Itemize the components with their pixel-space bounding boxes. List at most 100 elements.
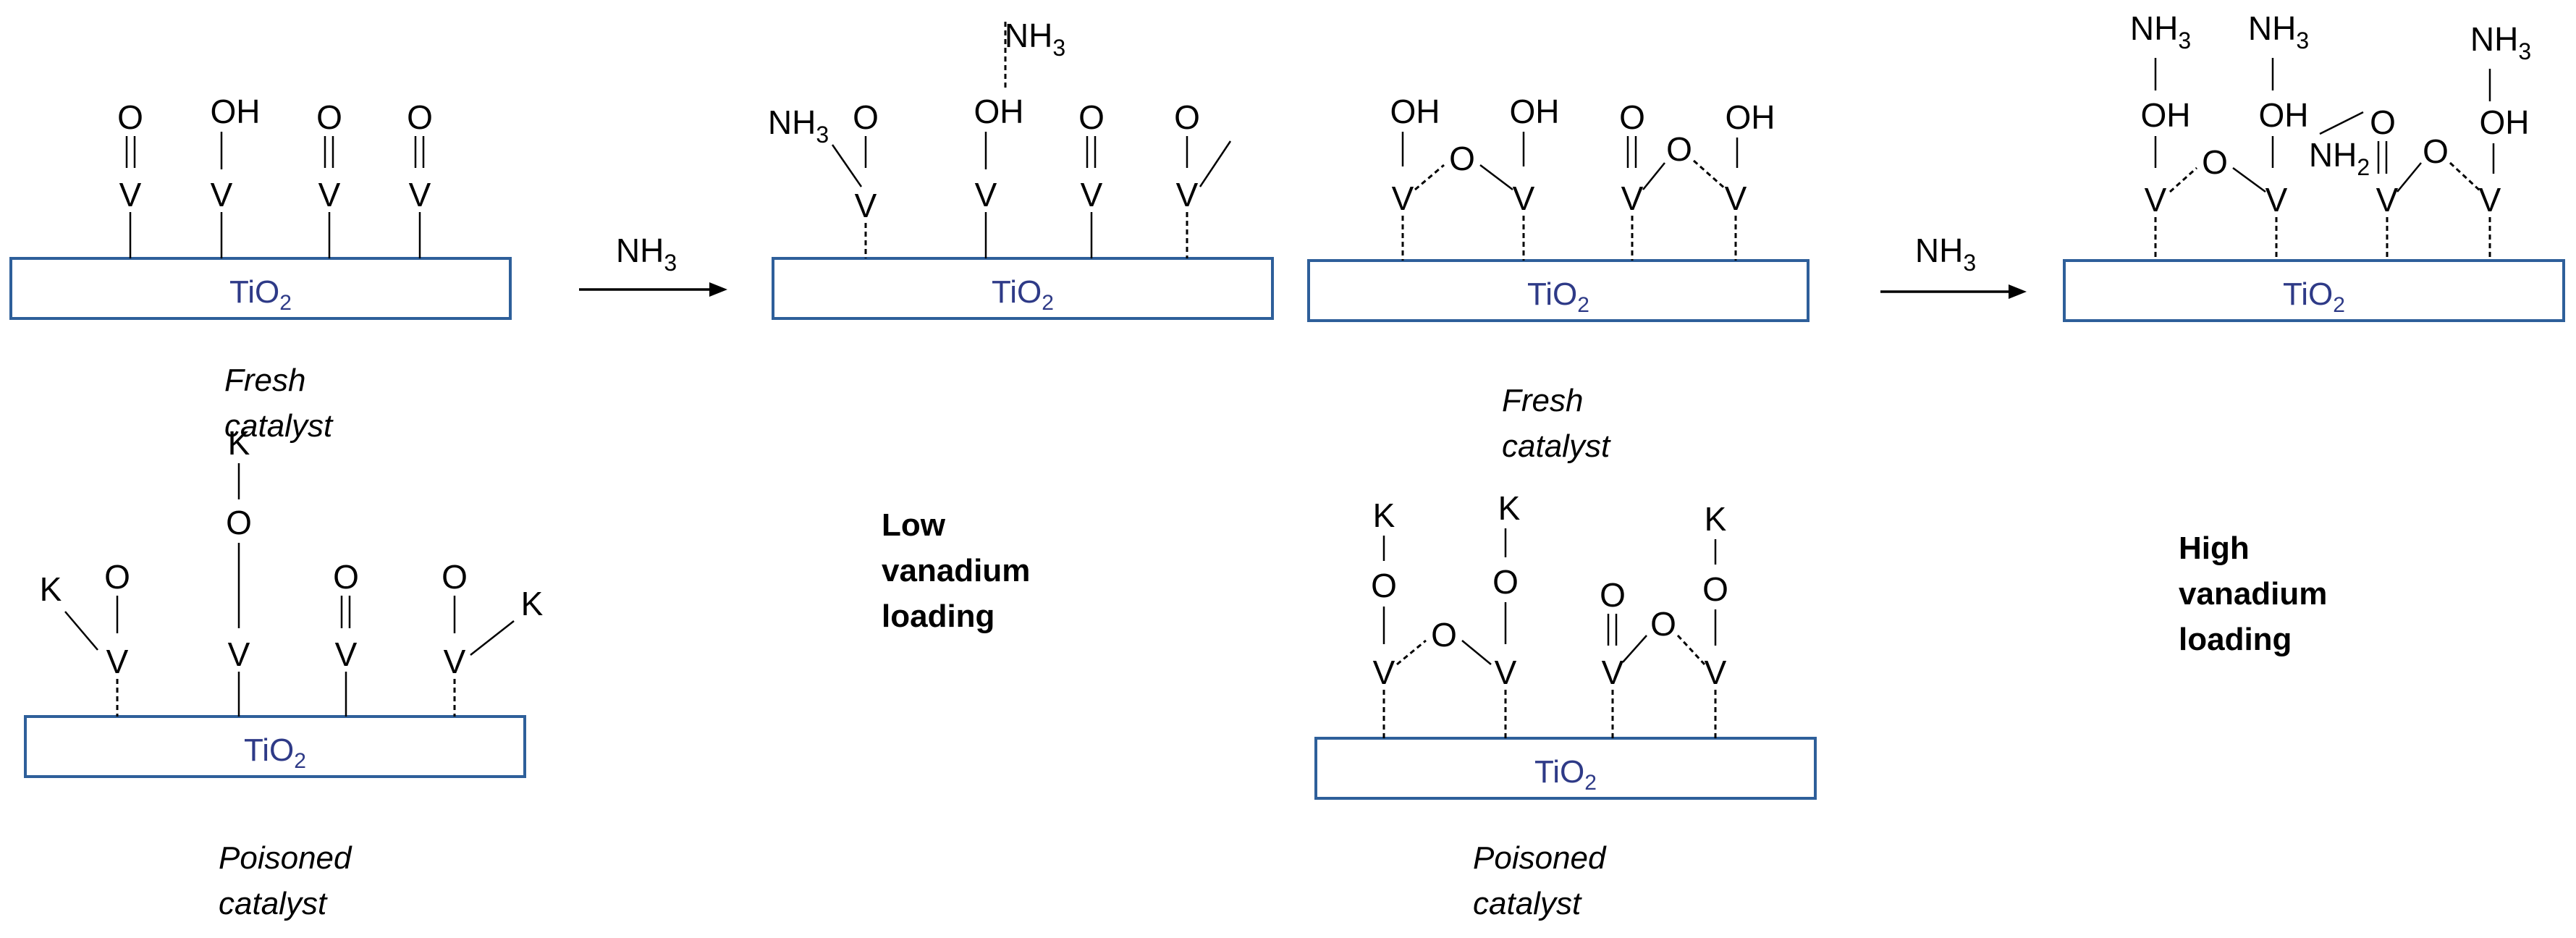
vanadium-atom: V — [335, 635, 358, 673]
vanadium-atom: V — [1495, 654, 1517, 691]
caption-line-2: catalyst — [219, 886, 328, 921]
vanadium-atom: V — [2376, 181, 2399, 219]
vanadium-atom: V — [1392, 179, 1414, 217]
tio2-label: TiO2 — [229, 274, 292, 315]
vanadium-atom: V — [975, 176, 997, 214]
caption-line-1: Poisoned — [219, 840, 352, 876]
caption-line-2: catalyst — [224, 408, 334, 444]
hydroxyl-group: OH — [1390, 93, 1440, 130]
vanadium-atom: V — [1725, 179, 1747, 217]
ammonia-label: NH3 — [2248, 9, 2309, 54]
loading-label-line-3: loading — [2179, 622, 2292, 657]
panel-high-nh3: TiO2 NH3 OH V O NH3 OH V NH2 O V O NH3 O… — [2063, 9, 2565, 657]
vanadium-atom: V — [106, 643, 129, 680]
caption-line-1: Poisoned — [1473, 840, 1607, 876]
tio2-label: TiO2 — [1534, 754, 1597, 795]
oxygen-atom: O — [226, 504, 252, 541]
vanadium-atom: V — [444, 643, 466, 680]
oxygen-atom: O — [1078, 98, 1105, 136]
tio2-support — [24, 715, 526, 778]
caption-line-1: Fresh — [224, 363, 305, 398]
vanadium-atom: V — [1373, 654, 1395, 691]
panel-poisoned-high: TiO2 K O V O K O V O V O K O V Poison — [1314, 489, 1817, 921]
reaction-arrow-2: NH3 — [1880, 232, 2027, 299]
vanadium-atom: V — [1705, 654, 1727, 691]
potassium-atom: K — [521, 585, 544, 622]
reaction-arrow-1: NH3 — [579, 232, 727, 297]
bridging-oxygen: O — [1431, 616, 1457, 654]
caption-line-2: catalyst — [1502, 428, 1611, 464]
panel-fresh-high: TiO2 OH V O OH V O V O OH V Fresh cataly… — [1307, 93, 1809, 464]
ammonia-label: NH3 — [1915, 232, 1976, 276]
oxygen-atom: O — [2370, 103, 2396, 141]
oxygen-atom: O — [1600, 576, 1626, 614]
loading-label-line-2: vanadium — [882, 553, 1030, 588]
ammonia-label: NH3 — [2470, 20, 2531, 64]
oxygen-atom: O — [316, 98, 342, 136]
oxygen-atom: O — [117, 98, 143, 136]
hydroxyl-group: OH — [1510, 93, 1560, 130]
panel-low-nh3: TiO2 NH3 O V NH3 OH V O V O V Low vanadi… — [768, 17, 1274, 634]
vanadium-atom: V — [1081, 176, 1103, 214]
vanadium-atom: V — [211, 176, 233, 214]
tio2-support — [2063, 259, 2565, 322]
vanadium-atom: V — [2265, 181, 2288, 219]
oxygen-atom: O — [1702, 570, 1728, 608]
ammonia-label: NH3 — [768, 103, 829, 148]
amide-group: NH2 — [2309, 136, 2370, 180]
tio2-label: TiO2 — [992, 274, 1054, 315]
vanadium-atom: V — [119, 176, 142, 214]
hydroxyl-group: OH — [211, 93, 261, 130]
hydroxyl-group: OH — [2259, 96, 2309, 134]
potassium-atom: K — [228, 424, 250, 462]
ammonia-label: NH3 — [616, 232, 677, 276]
potassium-atom: K — [40, 570, 62, 608]
vanadium-atom: V — [2145, 181, 2167, 219]
loading-label-line-1: High — [2179, 531, 2250, 566]
potassium-atom: K — [1705, 500, 1727, 538]
vanadium-atom: V — [2479, 181, 2501, 219]
tio2-support — [1307, 259, 1809, 322]
oxygen-atom: O — [1492, 563, 1519, 601]
bridging-oxygen: O — [2423, 132, 2449, 170]
tio2-support — [772, 257, 1274, 320]
oxygen-atom: O — [1174, 98, 1200, 136]
vanadium-atom: V — [318, 176, 341, 214]
oxygen-atom: O — [1619, 98, 1645, 136]
vanadium-atom: V — [1621, 179, 1644, 217]
potassium-atom: K — [1373, 497, 1395, 534]
ammonia-label: NH3 — [1005, 17, 1065, 61]
vanadium-atom: V — [1513, 179, 1535, 217]
potassium-atom: K — [1498, 489, 1521, 527]
hydroxyl-group: OH — [2480, 103, 2530, 141]
hydroxyl-group: OH — [1726, 98, 1775, 136]
vanadium-atom: V — [228, 635, 250, 673]
ammonia-label: NH3 — [2130, 9, 2191, 54]
oxygen-atom: O — [1371, 567, 1397, 604]
tio2-label: TiO2 — [1527, 276, 1589, 317]
bridging-oxygen: O — [1449, 140, 1475, 177]
vanadium-atom: V — [409, 176, 431, 214]
loading-label-line-1: Low — [882, 507, 946, 543]
oxygen-atom: O — [104, 558, 130, 596]
bridging-oxygen: O — [1650, 605, 1676, 643]
oxygen-atom: O — [853, 98, 879, 136]
tio2-support — [1314, 737, 1817, 800]
caption-line-2: catalyst — [1473, 886, 1582, 921]
vanadium-atom: V — [855, 187, 877, 224]
oxygen-atom: O — [407, 98, 433, 136]
panel-fresh-low: TiO2 O V OH V O V O V Fresh catalyst — [9, 93, 512, 444]
bridging-oxygen: O — [1666, 130, 1692, 168]
tio2-support — [9, 257, 512, 320]
loading-label-line-2: vanadium — [2179, 576, 2327, 612]
vanadium-atom: V — [1602, 654, 1624, 691]
panel-poisoned-low: TiO2 K O V K O V O V O V K Poisoned cata… — [24, 424, 544, 921]
oxygen-atom: O — [333, 558, 359, 596]
oxygen-atom: O — [442, 558, 468, 596]
hydroxyl-group: OH — [974, 93, 1024, 130]
tio2-label: TiO2 — [244, 732, 306, 773]
tio2-label: TiO2 — [2283, 276, 2345, 317]
caption-line-1: Fresh — [1502, 383, 1583, 418]
